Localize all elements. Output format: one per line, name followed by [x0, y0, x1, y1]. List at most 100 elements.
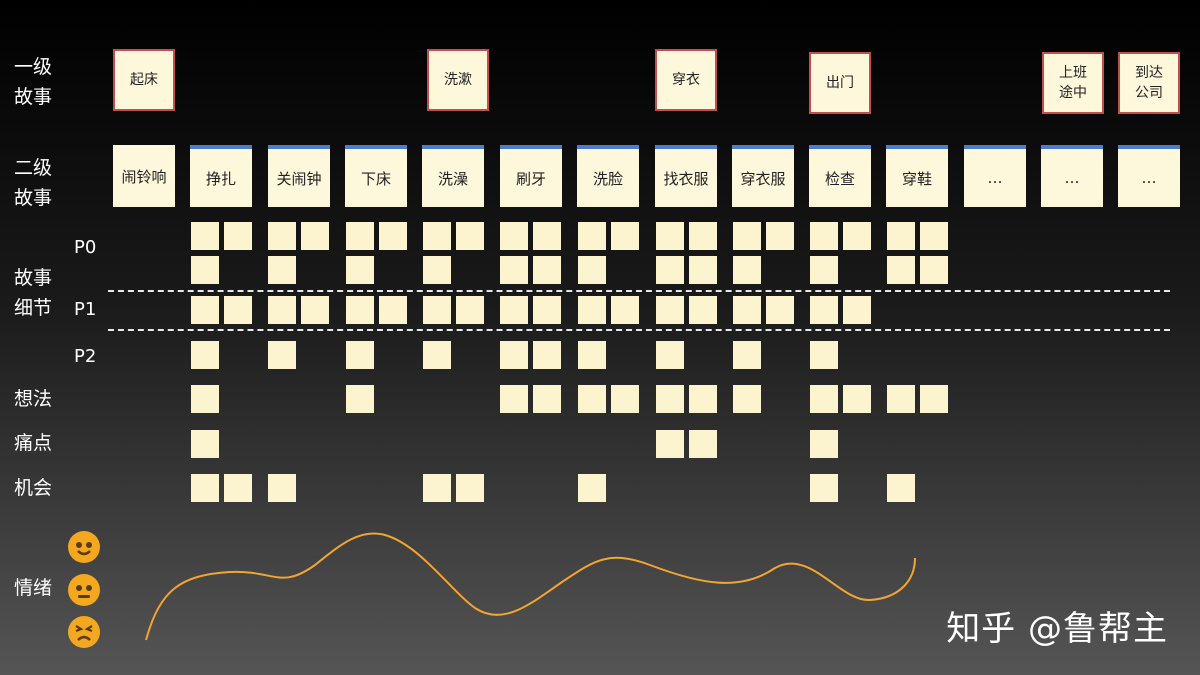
- sticky-note: [611, 222, 639, 250]
- sticky-note: [689, 222, 717, 250]
- sticky-note: [887, 385, 915, 413]
- label-emotion: 情绪: [14, 577, 53, 599]
- level2-story-card: 挣扎: [190, 145, 252, 207]
- sticky-note: [346, 256, 374, 284]
- sticky-note: [733, 256, 761, 284]
- sticky-note: [689, 296, 717, 324]
- sticky-note: [191, 430, 219, 458]
- sticky-note: [191, 341, 219, 369]
- sticky-note: [733, 222, 761, 250]
- sticky-note: [533, 341, 561, 369]
- p0-p1-divider: [108, 290, 1170, 292]
- level2-story-card: …: [964, 145, 1026, 207]
- sticky-note: [268, 341, 296, 369]
- sticky-note: [689, 385, 717, 413]
- sticky-note: [810, 256, 838, 284]
- label-opportunities: 机会: [14, 477, 53, 499]
- sticky-note: [423, 341, 451, 369]
- sticky-note: [191, 296, 219, 324]
- sticky-note: [733, 296, 761, 324]
- sticky-note: [224, 296, 252, 324]
- sticky-note: [887, 222, 915, 250]
- watermark-text: 知乎 @鲁帮主: [946, 609, 1168, 649]
- sticky-note: [611, 296, 639, 324]
- sticky-note: [301, 222, 329, 250]
- sticky-note: [766, 296, 794, 324]
- sticky-note: [578, 385, 606, 413]
- sticky-note: [379, 296, 407, 324]
- sticky-note: [843, 296, 871, 324]
- sticky-note: [578, 256, 606, 284]
- label-ideas: 想法: [14, 388, 53, 410]
- sticky-note: [268, 474, 296, 502]
- level2-story-card: …: [1118, 145, 1180, 207]
- sticky-note: [810, 430, 838, 458]
- sticky-note: [423, 222, 451, 250]
- sticky-note: [500, 341, 528, 369]
- sticky-note: [423, 256, 451, 284]
- sticky-note: [920, 385, 948, 413]
- sticky-note: [656, 296, 684, 324]
- sticky-note: [456, 474, 484, 502]
- sticky-note: [810, 222, 838, 250]
- sticky-note: [500, 222, 528, 250]
- level2-story-card: 洗澡: [422, 145, 484, 207]
- level2-story-card: …: [1041, 145, 1103, 207]
- label-pain-points: 痛点: [14, 432, 53, 454]
- sticky-note: [500, 256, 528, 284]
- sticky-note: [191, 385, 219, 413]
- sticky-note: [533, 296, 561, 324]
- sad-face-icon: [68, 616, 100, 648]
- sticky-note: [578, 296, 606, 324]
- sticky-note: [843, 222, 871, 250]
- sticky-note: [346, 385, 374, 413]
- level2-story-card: 闹铃响: [113, 145, 175, 207]
- level2-story-card: 检查: [809, 145, 871, 207]
- sticky-note: [810, 341, 838, 369]
- sticky-note: [191, 256, 219, 284]
- sticky-note: [887, 256, 915, 284]
- sticky-note: [456, 222, 484, 250]
- level2-story-card: 洗脸: [577, 145, 639, 207]
- sticky-note: [810, 474, 838, 502]
- level1-story-card: 出门: [809, 52, 871, 114]
- sticky-note: [268, 256, 296, 284]
- sticky-note: [346, 296, 374, 324]
- sticky-note: [533, 385, 561, 413]
- sticky-note: [191, 474, 219, 502]
- level1-story-card: 到达 公司: [1118, 52, 1180, 114]
- sticky-note: [656, 256, 684, 284]
- sticky-note: [578, 474, 606, 502]
- sticky-note: [423, 296, 451, 324]
- sticky-note: [578, 341, 606, 369]
- priority-p1-label: P1: [74, 299, 97, 320]
- sticky-note: [843, 385, 871, 413]
- sticky-note: [533, 222, 561, 250]
- sticky-note: [224, 474, 252, 502]
- neutral-face-icon: [68, 574, 100, 606]
- label-level1-story: 一级 故事: [14, 56, 53, 108]
- sticky-note: [810, 296, 838, 324]
- sticky-note: [423, 474, 451, 502]
- sticky-note: [766, 222, 794, 250]
- sticky-note: [346, 341, 374, 369]
- sticky-note: [920, 222, 948, 250]
- sticky-note: [656, 341, 684, 369]
- p1-p2-divider: [108, 329, 1170, 331]
- level2-story-card: 穿衣服: [732, 145, 794, 207]
- sticky-note: [379, 222, 407, 250]
- priority-p0-label: P0: [74, 237, 97, 258]
- label-level2-story: 二级 故事: [14, 157, 53, 209]
- sticky-note: [456, 296, 484, 324]
- sticky-note: [500, 385, 528, 413]
- level1-story-card: 上班 途中: [1042, 52, 1104, 114]
- level2-story-card: 找衣服: [655, 145, 717, 207]
- sticky-note: [268, 296, 296, 324]
- sticky-note: [611, 385, 639, 413]
- level2-story-card: 刷牙: [500, 145, 562, 207]
- priority-p2-label: P2: [74, 346, 97, 367]
- sticky-note: [578, 222, 606, 250]
- level1-story-card: 穿衣: [655, 49, 717, 111]
- sticky-note: [191, 222, 219, 250]
- sticky-note: [268, 222, 296, 250]
